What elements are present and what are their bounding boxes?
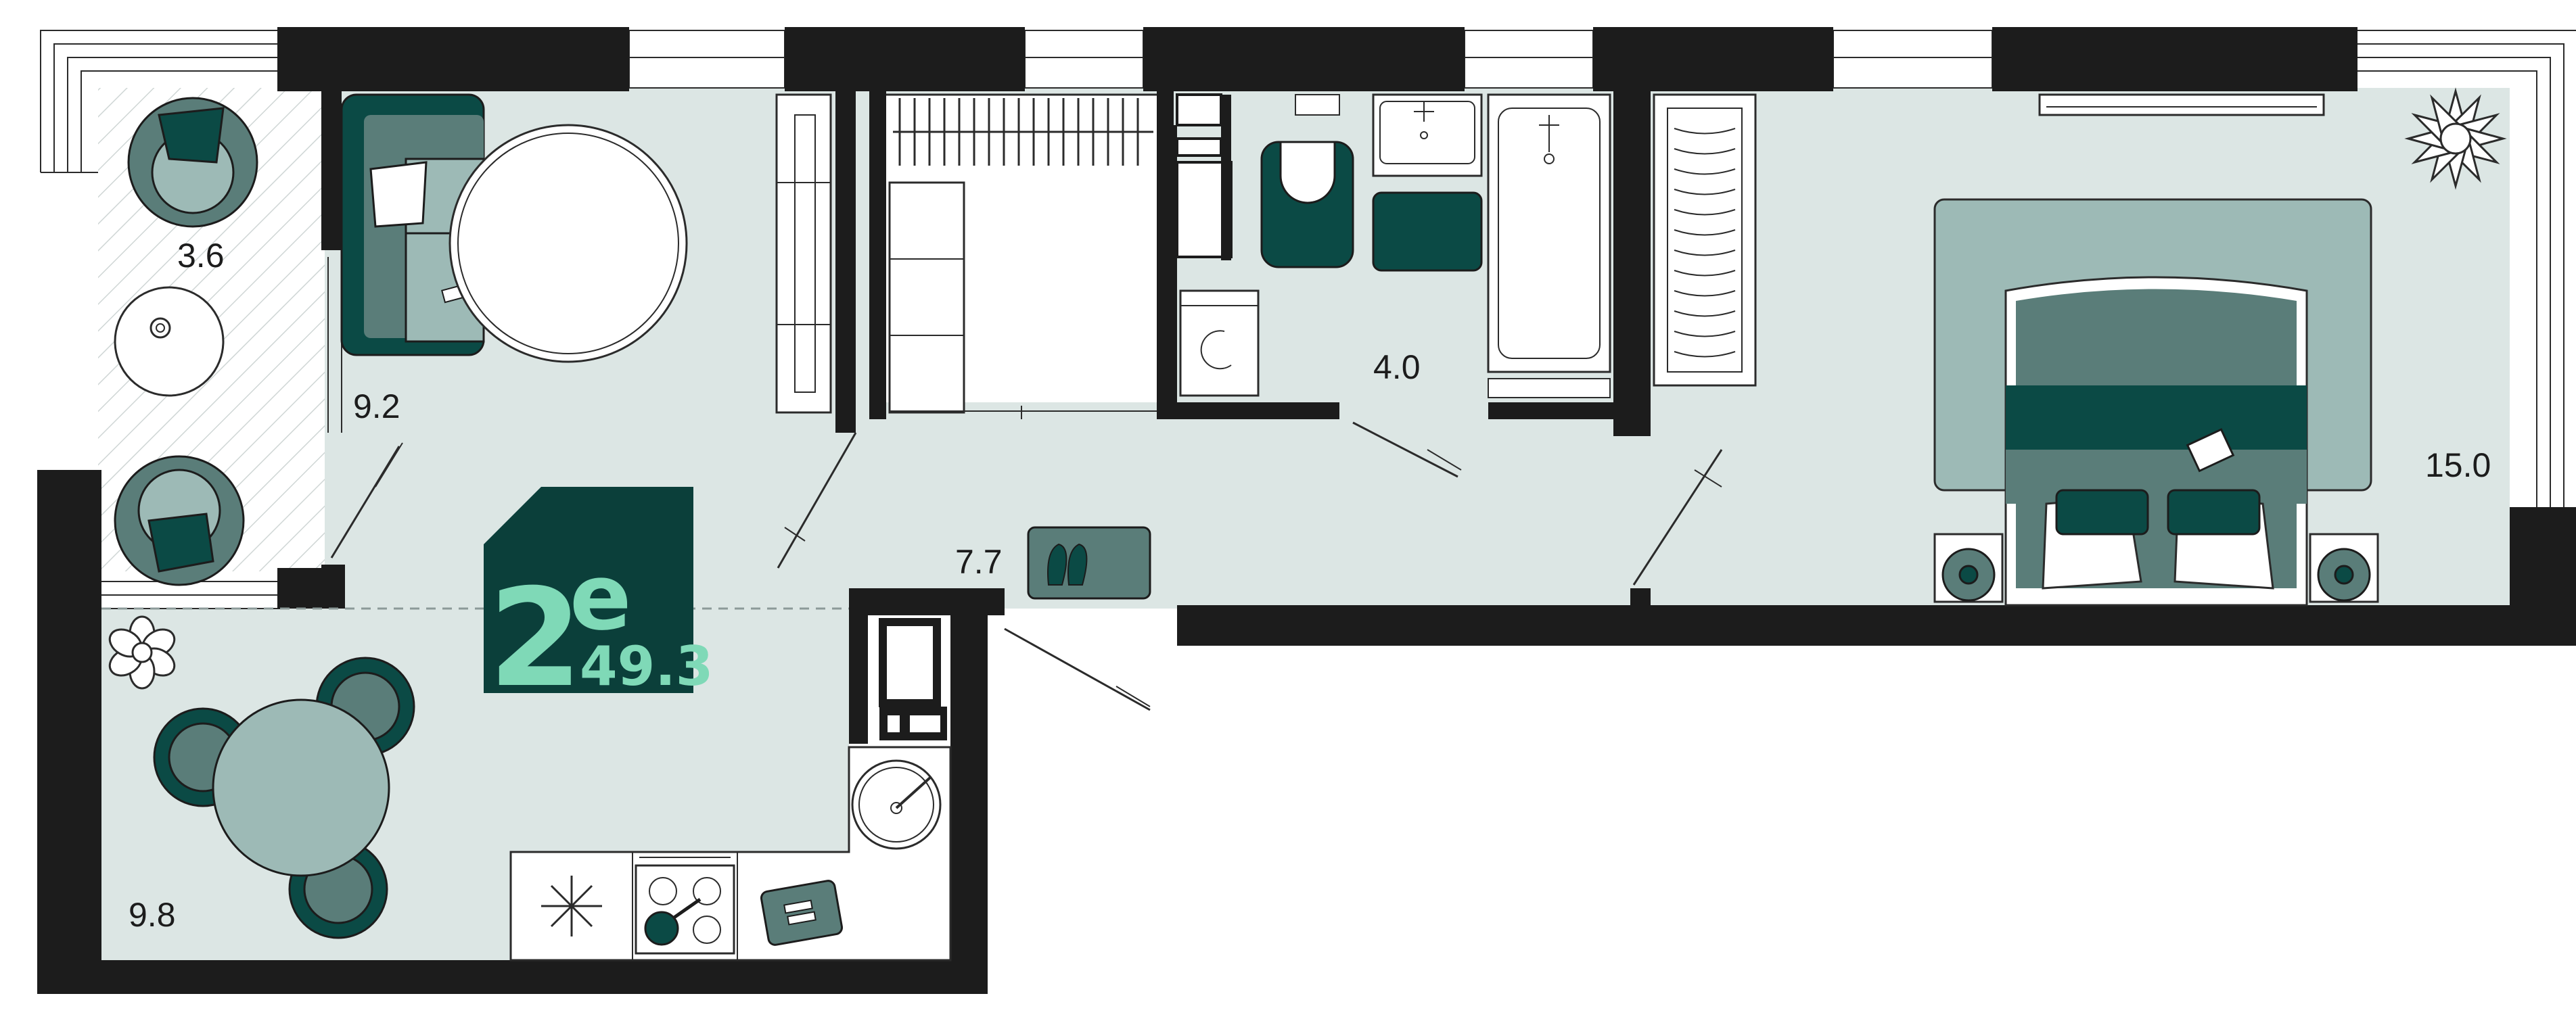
bedroom: 15.0 (1632, 87, 2507, 607)
balcony-table (114, 286, 225, 397)
plant-icon (2404, 87, 2507, 190)
round-rug (448, 124, 688, 363)
wall-hall-stub (1630, 588, 1651, 609)
area-balcony: 3.6 (177, 237, 225, 275)
wall-bath-bottom (1157, 402, 1339, 419)
area-living: 9.2 (353, 387, 400, 425)
wall-balcony-corner-2 (321, 565, 345, 609)
book (2186, 428, 2235, 473)
wall-living-left (321, 91, 342, 250)
bed-pillow-right (2167, 489, 2261, 536)
kitchen-counter (509, 746, 952, 961)
badge-background (484, 487, 693, 693)
bathroom: 4.0 (1164, 93, 1611, 478)
kitchen: 9.8 (108, 615, 952, 961)
badge-total-area: 49.3 (580, 635, 713, 698)
entrance-door (1004, 627, 1151, 711)
wall-bath-right (1613, 91, 1651, 436)
door-mat (1027, 526, 1151, 600)
area-bedroom: 15.0 (2425, 446, 2491, 484)
badge-room-count: 2 (488, 560, 582, 717)
kitchen-sink (851, 759, 942, 850)
wall-bottom-hall (1177, 605, 2523, 646)
kitchen-cabinet (879, 618, 941, 707)
hanger-rail (893, 98, 1153, 166)
wall-kitchen-inner (849, 588, 868, 744)
wall-kitchen-top-stub (849, 588, 1005, 615)
wardrobe-shelf (888, 181, 965, 414)
washing-machine (1179, 289, 1260, 397)
bathtub (1487, 93, 1611, 373)
bed-blanket (2006, 385, 2307, 450)
door-balcony (330, 446, 400, 559)
bath-mat (1372, 191, 1483, 272)
dining-table (212, 698, 390, 877)
door-bathroom (1352, 421, 1458, 478)
wall-bottom-kitchen (37, 960, 988, 994)
area-bathroom: 4.0 (1373, 348, 1421, 386)
badge-type-letter: е (570, 544, 632, 650)
door-bedroom (1632, 449, 1723, 586)
bed-pillow-left (2055, 489, 2149, 536)
balcony-cushion-bottom (147, 513, 214, 573)
hall-floor (846, 419, 1657, 609)
air-conditioner (2038, 93, 2325, 116)
wall-living-right (835, 91, 856, 433)
window-frames (40, 30, 2576, 609)
wall-top-1 (277, 27, 629, 91)
wall-top-5 (1992, 27, 2358, 91)
wall-left-outer (37, 470, 101, 994)
bedroom-wardrobe (1653, 93, 1757, 387)
wardrobe (886, 93, 1157, 419)
frying-pan (644, 911, 679, 946)
wall-right-bedroom (2510, 507, 2576, 646)
wall-wardrobe-right (869, 91, 886, 419)
wall-top-4 (1593, 27, 1833, 91)
door-living (777, 432, 857, 569)
wall-bath-bottom-2 (1488, 402, 1617, 419)
fridge-cross (541, 876, 602, 936)
area-hall: 7.7 (955, 543, 1003, 581)
wall-top-2 (785, 27, 1025, 91)
kitchen-plant-icon (108, 615, 176, 690)
tv-unit (775, 93, 832, 414)
balcony-cushion-top (158, 107, 225, 164)
walls (37, 27, 2576, 994)
sofa-pillow (369, 161, 428, 228)
wall-top-3 (1143, 27, 1465, 91)
cutting-board (760, 880, 844, 946)
apartment-badge: 2 е 49.3 (484, 487, 713, 717)
hall: 7.7 (101, 526, 1151, 711)
living-room: 9.2 (330, 93, 857, 569)
wall-right-kitchen (950, 609, 988, 994)
area-kitchen: 9.8 (129, 896, 176, 934)
